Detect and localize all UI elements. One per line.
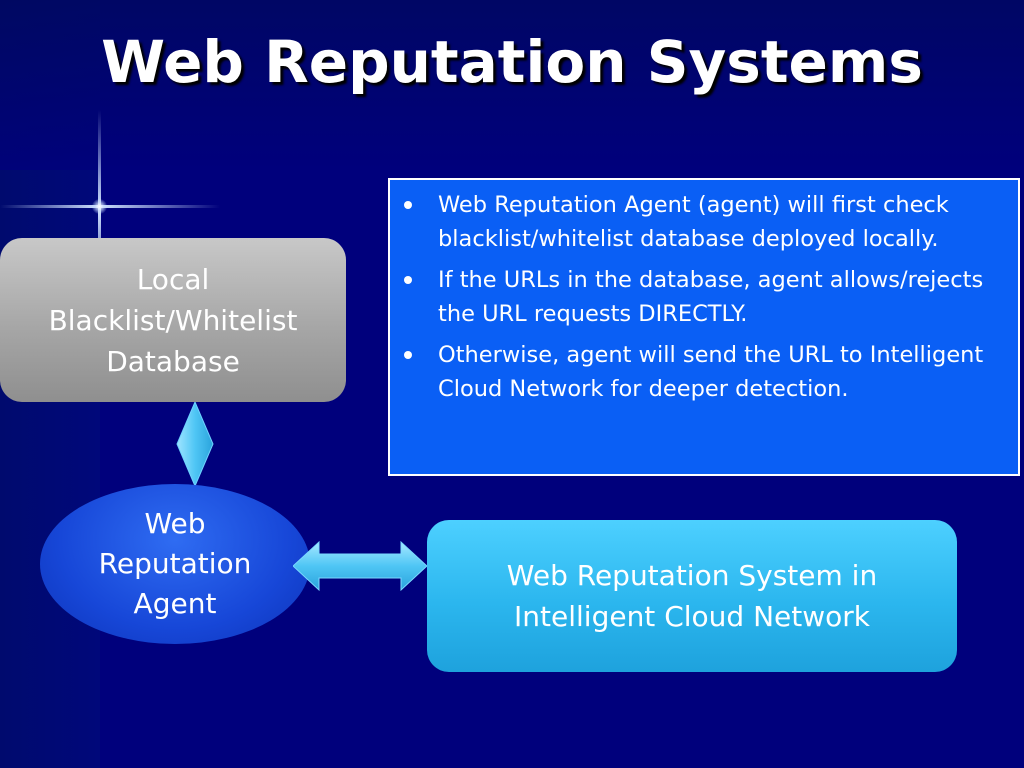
cloud-network-node: Web Reputation System in Intelligent Clo… <box>427 520 957 672</box>
background-top-band <box>0 0 1024 170</box>
slide-title: Web Reputation Systems <box>101 28 923 96</box>
bullet-dot-icon <box>404 276 412 284</box>
node-label-line: Web <box>144 507 206 540</box>
bidirectional-arrow-horizontal <box>293 540 427 592</box>
node-label-line: Reputation <box>98 547 252 580</box>
bullet-text: Web Reputation Agent (agent) will first … <box>438 192 949 252</box>
bullet-text: If the URLs in the database, agent allow… <box>438 267 984 327</box>
node-label-line: Intelligent Cloud Network <box>514 600 870 633</box>
bullet-text: Otherwise, agent will send the URL to In… <box>438 342 984 402</box>
web-reputation-agent-node: Web Reputation Agent <box>40 484 310 644</box>
bullet-dot-icon <box>404 351 412 359</box>
bullet-item: Web Reputation Agent (agent) will first … <box>404 188 1010 256</box>
node-label-line: Blacklist/Whitelist <box>48 303 298 337</box>
node-label-line: Local <box>136 262 210 296</box>
node-label-line: Agent <box>133 587 217 620</box>
bullet-dot-icon <box>404 201 412 209</box>
node-label-line: Database <box>106 344 240 378</box>
node-label-line: Web Reputation System in <box>506 559 878 592</box>
bullet-item: Otherwise, agent will send the URL to In… <box>404 338 1010 406</box>
sparkle-icon <box>92 199 107 214</box>
bullet-item: If the URLs in the database, agent allow… <box>404 263 1010 331</box>
local-database-node: Local Blacklist/Whitelist Database <box>0 238 346 402</box>
bidirectional-arrow-vertical <box>176 402 214 486</box>
sparkle-horizontal <box>0 205 220 208</box>
info-box: Web Reputation Agent (agent) will first … <box>388 178 1020 476</box>
